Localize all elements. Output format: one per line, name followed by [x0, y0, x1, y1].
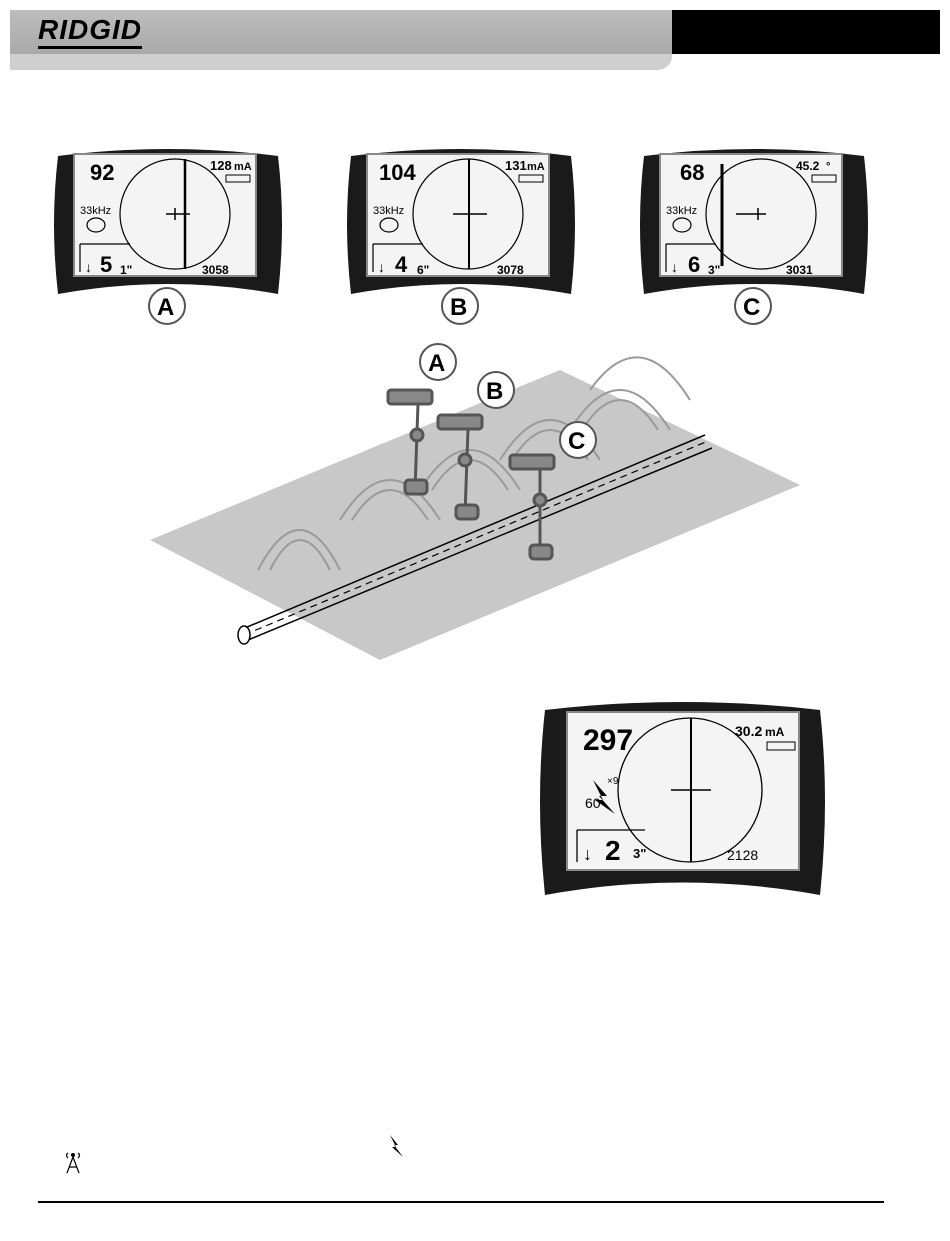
large-screen-depth-in: 3": [633, 846, 646, 861]
large-screen-signal: 297: [583, 724, 633, 757]
screen-b: 104 131 mA 33kHz ↓ 4 6" 3078 B: [347, 149, 575, 324]
screen-c-depth-ft: 6: [688, 252, 700, 277]
ridgid-logo: RIDGID: [38, 14, 142, 46]
footer-rule: [38, 1201, 884, 1203]
screen-c-unit: °: [826, 161, 830, 173]
large-screen-count: 2128: [727, 847, 758, 863]
svg-text:↓: ↓: [583, 844, 592, 864]
screen-a-signal: 92: [90, 160, 114, 185]
screen-c-current: 45.2: [796, 159, 820, 173]
screen-b-count: 3078: [497, 263, 524, 277]
screen-b-signal: 104: [379, 160, 416, 185]
screen-a-depth-ft: 5: [100, 252, 112, 277]
screens-row: 92 128 mA 33kHz ↓ 5 1" 3058 A 104 131 mA…: [0, 140, 950, 330]
screen-b-freq: 33kHz: [373, 205, 404, 217]
screen-a-label: A: [157, 294, 174, 321]
illustration-label-c: C: [568, 428, 585, 455]
large-screen-depth-ft: 2: [605, 835, 621, 866]
screen-a: 92 128 mA 33kHz ↓ 5 1" 3058 A: [54, 149, 282, 324]
screen-c-count: 3031: [786, 263, 813, 277]
screen-c-depth-in: 3": [708, 263, 720, 277]
large-screen-unit: mA: [765, 725, 785, 739]
large-screen-sup: ×9: [607, 776, 619, 787]
svg-text:↓: ↓: [85, 259, 92, 275]
svg-text:↓: ↓: [671, 259, 678, 275]
illustration-label-a: A: [428, 350, 445, 377]
screen-a-current: 128: [210, 158, 232, 173]
screen-a-unit: mA: [234, 161, 252, 173]
screen-b-unit: mA: [527, 161, 545, 173]
screen-c-signal: 68: [680, 160, 704, 185]
large-screen-current: 30.2: [735, 723, 762, 739]
lightning-bolt-icon: [386, 1133, 406, 1159]
screen-a-depth-in: 1": [120, 263, 132, 277]
locating-illustration: A B C: [0, 340, 950, 670]
antenna-tower-icon: [64, 1150, 82, 1174]
illustration-label-b: B: [486, 378, 503, 405]
screen-a-freq: 33kHz: [80, 205, 111, 217]
screen-b-depth-ft: 4: [395, 252, 408, 277]
logo-underline: [38, 46, 142, 49]
screen-c-freq: 33kHz: [666, 205, 697, 217]
screen-b-depth-in: 6": [417, 263, 429, 277]
large-screen-hz: 60: [585, 795, 601, 811]
screen-c-label: C: [743, 294, 760, 321]
screen-c: 68 45.2 ° 33kHz ↓ 6 3" 3031 C: [640, 149, 868, 324]
screen-b-label: B: [450, 294, 467, 321]
svg-text:↓: ↓: [378, 259, 385, 275]
header-strip: [10, 54, 672, 70]
screen-b-current: 131: [505, 158, 527, 173]
large-screen: 297 30.2 mA ×9 60 ↓ 2 3" 2128: [535, 700, 830, 900]
screen-a-count: 3058: [202, 263, 229, 277]
header-black-block: [672, 10, 940, 54]
